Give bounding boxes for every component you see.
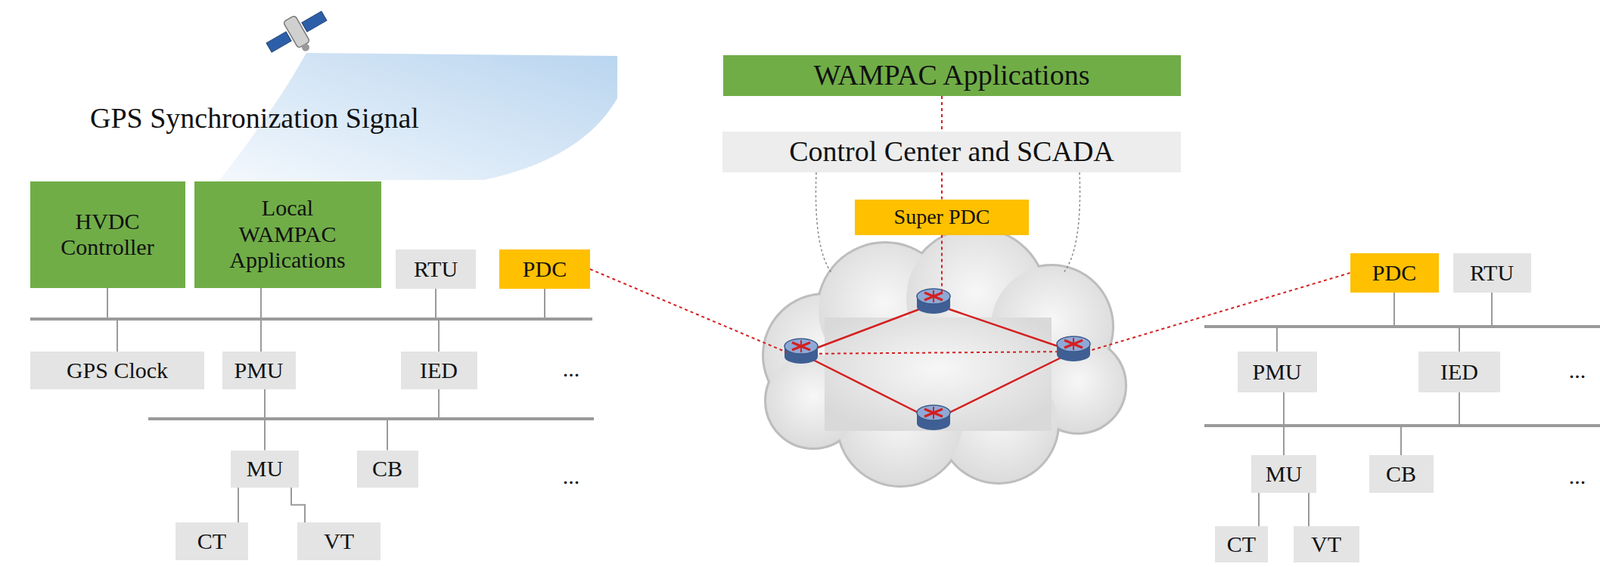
box-label: MU [246, 456, 283, 483]
box-label: RTU [1469, 260, 1514, 287]
box-label: Control Center and SCADA [789, 135, 1115, 169]
bus-tap [1458, 326, 1461, 352]
router-icon [916, 405, 951, 431]
router-icon [1056, 336, 1091, 362]
pdc-box: PDC [1350, 253, 1439, 293]
signal-label: GPS Synchronization Signal [90, 102, 420, 136]
device-box: MU [230, 450, 299, 488]
network-cloud [764, 229, 1125, 486]
box-label: PMU [1252, 359, 1302, 386]
bus-tap [438, 389, 440, 420]
box-label: PDC [522, 256, 567, 283]
box-label: IED [419, 357, 458, 385]
box-label: Super PDC [894, 205, 991, 230]
box-label: IED [1440, 359, 1479, 386]
device-box: MU [1251, 455, 1317, 494]
bus-tap [386, 419, 389, 451]
connector [264, 389, 266, 451]
bus-tap [260, 288, 262, 320]
bus-tap [1458, 392, 1461, 426]
bus-tap [434, 288, 437, 320]
link-dotted [815, 172, 833, 274]
connector [1258, 493, 1260, 527]
bus-tap [438, 319, 440, 352]
bus-tap [1491, 292, 1493, 327]
router-links [801, 304, 1074, 421]
pdc-box: PDC [499, 249, 591, 289]
control-center-band: Control Center and SCADA [722, 131, 1181, 173]
device-box: RTU [1453, 253, 1532, 293]
device-box: VT [1293, 526, 1360, 563]
ellipsis: ... [1568, 463, 1587, 491]
connector [1307, 493, 1310, 527]
device-box: PMU [1237, 351, 1318, 393]
application-box: WAMPAC Applications [723, 55, 1181, 97]
bus-tap [106, 288, 109, 320]
connector [941, 172, 943, 200]
box-label: MU [1265, 461, 1302, 488]
controller-box: HVDC Controller [30, 181, 186, 289]
box-label: HVDC Controller [43, 208, 172, 261]
device-box: PMU [222, 351, 296, 390]
bus-tap [1393, 292, 1395, 327]
bus-tap [1400, 425, 1402, 456]
device-box: CT [175, 522, 249, 561]
box-label: RTU [413, 256, 458, 283]
connector [941, 96, 943, 132]
router-icon [784, 338, 818, 364]
box-label: PMU [233, 357, 283, 385]
bus-lines [30, 319, 1600, 426]
satellite-icon [261, 3, 336, 67]
link-dotted [1062, 172, 1081, 274]
device-box: CB [1369, 455, 1434, 494]
box-label: CT [197, 528, 227, 556]
pdc-box: Super PDC [854, 199, 1029, 236]
bus-tap [1276, 326, 1278, 352]
connector [291, 487, 305, 524]
device-box: RTU [395, 249, 476, 289]
device-box: GPS Clock [30, 351, 205, 390]
box-label: VT [323, 528, 355, 556]
connectors [238, 96, 1309, 527]
application-box: Local WAMPAC Applications [194, 181, 382, 289]
bus-tap [543, 288, 546, 320]
bus-tap [260, 319, 262, 352]
device-box: IED [1418, 351, 1501, 393]
network-link [941, 235, 943, 296]
box-label: VT [1311, 531, 1342, 559]
device-box: VT [297, 522, 381, 561]
box-label: PDC [1372, 260, 1417, 287]
box-label: CB [1385, 461, 1417, 488]
ellipsis: ... [562, 463, 581, 491]
ellipsis: ... [1568, 357, 1587, 385]
network-link [1089, 273, 1351, 352]
device-box: CB [357, 450, 419, 488]
ellipsis: ... [562, 356, 581, 383]
router-icon [916, 288, 951, 314]
connector [237, 487, 240, 524]
connector [1283, 392, 1285, 456]
box-label: CB [372, 456, 403, 483]
network-link [590, 269, 787, 353]
box-label: WAMPAC Applications [813, 59, 1091, 93]
device-box: CT [1214, 526, 1268, 563]
bus-tap [116, 319, 119, 352]
box-label: GPS Clock [66, 357, 168, 385]
device-box: IED [400, 351, 478, 390]
box-label: CT [1227, 531, 1256, 559]
box-label: Local WAMPAC Applications [215, 195, 360, 274]
